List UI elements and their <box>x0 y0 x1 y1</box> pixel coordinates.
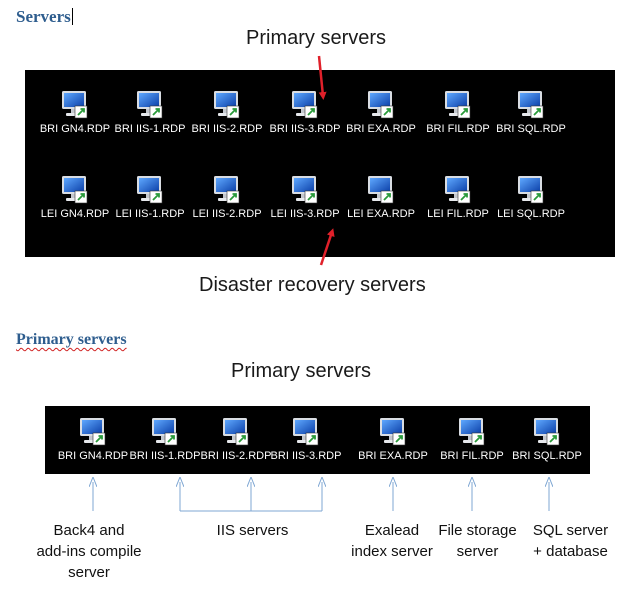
rdp-shortcut-label: BRI GN4.RDP <box>39 123 111 135</box>
rdp-shortcut-icon <box>514 89 548 121</box>
rdp-shortcut-label: BRI FIL.RDP <box>426 123 490 135</box>
desc-back4-text: Back4 and add-ins compile server <box>36 522 142 581</box>
rdp-shortcut-icon <box>441 89 475 121</box>
rdp-shortcut-label: BRI EXA.RDP <box>358 450 428 462</box>
rdp-shortcut-icon <box>530 416 564 448</box>
blue-connectors <box>93 482 549 512</box>
desc-file-text: File storage server <box>438 522 517 560</box>
rdp-shortcut[interactable]: LEI SQL.RDP <box>496 170 566 230</box>
rdp-shortcut-label: BRI SQL.RDP <box>496 123 566 135</box>
rdp-shortcut-icon <box>210 174 244 206</box>
desc-file: File storage server <box>430 520 525 562</box>
rdp-shortcut[interactable]: BRI EXA.RDP <box>358 412 428 472</box>
desc-exalead-text: Exalead index server <box>351 522 433 560</box>
rdp-shortcut[interactable]: BRI GN4.RDP <box>40 85 110 145</box>
rdp-shortcut-icon <box>76 416 110 448</box>
rdp-shortcut-label: BRI FIL.RDP <box>440 450 504 462</box>
rdp-shortcut-icon <box>133 174 167 206</box>
desc-iis-text: IIS servers <box>216 522 289 539</box>
rdp-shortcut-icon <box>219 416 253 448</box>
rdp-shortcut-icon <box>288 174 322 206</box>
rdp-shortcut-icon <box>58 174 92 206</box>
rdp-shortcut-icon <box>376 416 410 448</box>
desc-exalead: Exalead index server <box>342 520 442 562</box>
heading-servers: Servers <box>16 7 73 26</box>
rdp-shortcut-icon <box>58 89 92 121</box>
rdp-shortcut-label: BRI GN4.RDP <box>57 450 129 462</box>
rdp-shortcut[interactable]: LEI IIS-1.RDP <box>115 170 185 230</box>
rdp-shortcut-icon <box>148 416 182 448</box>
rdp-shortcut-icon <box>514 174 548 206</box>
rdp-shortcut-label: BRI EXA.RDP <box>346 123 416 135</box>
rdp-shortcut[interactable]: LEI IIS-2.RDP <box>192 170 262 230</box>
rdp-shortcut-label: LEI SQL.RDP <box>497 208 565 220</box>
red-arrow-disaster-recovery <box>319 228 335 266</box>
rdp-shortcut-label: LEI FIL.RDP <box>427 208 489 220</box>
rdp-shortcut-label: BRI IIS-3.RDP <box>269 123 341 135</box>
rdp-shortcut-icon <box>210 89 244 121</box>
rdp-shortcut-icon <box>133 89 167 121</box>
rdp-shortcut[interactable]: BRI FIL.RDP <box>437 412 507 472</box>
desc-back4: Back4 and add-ins compile server <box>30 520 148 583</box>
rdp-shortcut[interactable]: BRI IIS-1.RDP <box>115 85 185 145</box>
rdp-shortcut-icon <box>364 174 398 206</box>
rdp-shortcut[interactable]: BRI FIL.RDP <box>423 85 493 145</box>
rdp-shortcut-label: BRI IIS-2.RDP <box>191 123 263 135</box>
rdp-shortcut-label: LEI IIS-3.RDP <box>270 208 340 220</box>
red-arrow-primary <box>317 55 327 100</box>
rdp-shortcut[interactable]: BRI SQL.RDP <box>512 412 582 472</box>
rdp-shortcut[interactable]: BRI IIS-3.RDP <box>270 85 340 145</box>
rdp-shortcut-label: LEI IIS-1.RDP <box>115 208 185 220</box>
figure2-caption: Primary servers <box>231 360 372 382</box>
rdp-shortcut-label: BRI IIS-1.RDP <box>114 123 186 135</box>
rdp-shortcut[interactable]: BRI SQL.RDP <box>496 85 566 145</box>
rdp-shortcut-icon <box>364 89 398 121</box>
rdp-shortcut[interactable]: BRI EXA.RDP <box>346 85 416 145</box>
text-cursor <box>71 8 73 25</box>
desc-sql: SQL server + database <box>523 520 618 562</box>
rdp-shortcut-label: BRI IIS-3.RDP <box>270 450 342 462</box>
rdp-shortcut-label: LEI EXA.RDP <box>347 208 415 220</box>
rdp-shortcut-label: BRI SQL.RDP <box>512 450 582 462</box>
rdp-shortcut[interactable]: BRI IIS-2.RDP <box>201 412 271 472</box>
rdp-shortcut-label: LEI GN4.RDP <box>40 208 110 220</box>
desc-iis: IIS servers <box>205 520 300 541</box>
rdp-shortcut[interactable]: LEI EXA.RDP <box>346 170 416 230</box>
rdp-shortcut-icon <box>289 416 323 448</box>
figure1-caption-bottom: Disaster recovery servers <box>199 274 426 296</box>
rdp-shortcut[interactable]: LEI GN4.RDP <box>40 170 110 230</box>
rdp-shortcut-icon <box>455 416 489 448</box>
rdp-shortcut[interactable]: LEI FIL.RDP <box>423 170 493 230</box>
rdp-shortcut[interactable]: BRI IIS-3.RDP <box>271 412 341 472</box>
rdp-shortcut[interactable]: BRI GN4.RDP <box>58 412 128 472</box>
rdp-shortcut-label: BRI IIS-2.RDP <box>200 450 272 462</box>
rdp-shortcut[interactable]: BRI IIS-2.RDP <box>192 85 262 145</box>
rdp-shortcut[interactable]: BRI IIS-1.RDP <box>130 412 200 472</box>
desc-sql-text: SQL server + database <box>532 522 609 560</box>
heading-primary-servers: Primary servers <box>16 331 127 348</box>
rdp-shortcut-icon <box>288 89 322 121</box>
rdp-shortcut[interactable]: LEI IIS-3.RDP <box>270 170 340 230</box>
rdp-shortcut-icon <box>441 174 475 206</box>
rdp-shortcut-label: BRI IIS-1.RDP <box>129 450 201 462</box>
figure1-caption-top: Primary servers <box>246 27 387 49</box>
rdp-shortcut-label: LEI IIS-2.RDP <box>192 208 262 220</box>
